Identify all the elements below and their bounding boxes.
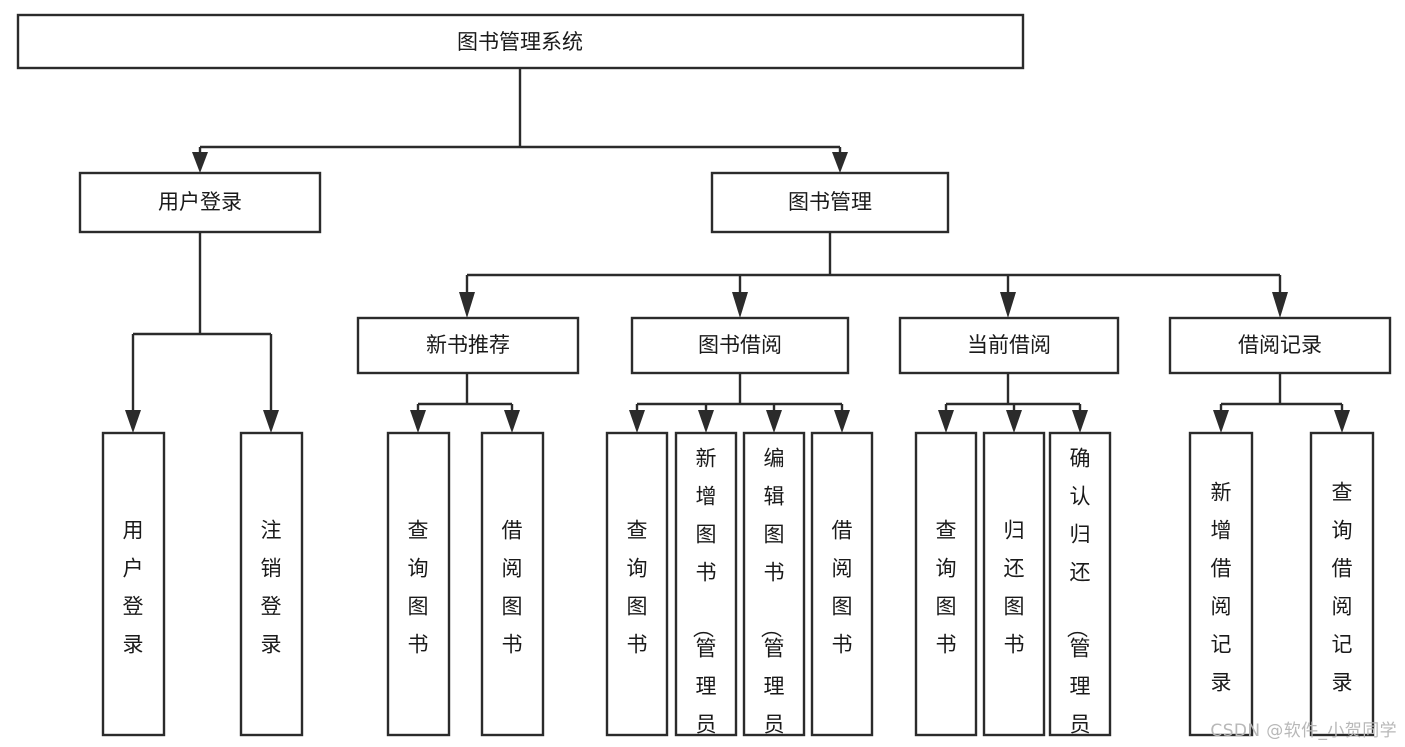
node-root[interactable]: 图书管理系统 [16, 13, 1025, 70]
connector-group-current-borrow [938, 373, 1088, 433]
node-leaf-user-logout-box[interactable] [239, 431, 304, 737]
node-leaf-rec-borrow-label: 借阅图书 [502, 519, 523, 657]
arrow-cur-confirm [1072, 410, 1088, 433]
node-leaf-cur-return-box[interactable] [982, 431, 1046, 737]
arrow-borrow-lend [834, 410, 850, 433]
node-new-book-rec[interactable]: 新书推荐 [356, 316, 580, 375]
node-leaf-borrow-add[interactable]: 新增图书（管理员） [674, 431, 738, 747]
node-leaf-cur-return-label: 归还图书 [1004, 519, 1025, 657]
arrow-to-borrow-record [1272, 292, 1288, 318]
node-book-borrow[interactable]: 图书借阅 [630, 316, 850, 375]
arrow-rec-borrow [504, 410, 520, 433]
arrow-cur-return [1006, 410, 1022, 433]
node-leaf-borrow-add-label: 新增图书（管理员） [691, 446, 717, 747]
arrow-to-current-borrow [1000, 292, 1016, 318]
connector-group-new-book-rec [410, 373, 520, 433]
node-leaf-rec-add-box[interactable] [1188, 431, 1254, 737]
node-leaf-cur-query-box[interactable] [914, 431, 978, 737]
arrow-rec-query [410, 410, 426, 433]
node-leaf-user-login[interactable]: 用户登录 [101, 431, 166, 737]
node-leaf-borrow-lend[interactable]: 借阅图书 [810, 431, 874, 737]
node-new-book-rec-label: 新书推荐 [426, 333, 510, 357]
node-current-borrow-label: 当前借阅 [967, 333, 1051, 357]
node-leaf-rec-query2[interactable]: 查询借阅记录 [1309, 431, 1375, 737]
node-leaf-borrow-lend-label: 借阅图书 [832, 519, 853, 657]
arrow-root-to-book-manage [832, 152, 848, 173]
node-book-borrow-box[interactable] [630, 316, 850, 375]
node-leaf-user-logout[interactable]: 注销登录 [239, 431, 304, 737]
node-book-manage[interactable]: 图书管理 [710, 171, 950, 234]
node-user-login-label: 用户登录 [158, 190, 242, 214]
connector-group-user-login [125, 232, 279, 433]
node-leaf-borrow-edit-label: 编辑图书（管理员） [759, 446, 785, 747]
node-leaf-rec-query-label: 查询图书 [408, 519, 429, 657]
arrow-cur-query [938, 410, 954, 433]
node-leaf-user-logout-label: 注销登录 [261, 519, 282, 657]
arrow-borrow-add [698, 410, 714, 433]
connector-root-to-level2 [198, 68, 842, 162]
node-leaf-cur-confirm[interactable]: 确认归还（管理员） [1048, 431, 1112, 747]
arrow-root-to-user-login [192, 152, 208, 173]
node-leaf-rec-add[interactable]: 新增借阅记录 [1188, 431, 1254, 737]
node-leaf-rec-query2-label: 查询借阅记录 [1332, 481, 1353, 695]
node-book-manage-box[interactable] [710, 171, 950, 234]
arrow-borrow-edit [766, 410, 782, 433]
node-leaf-cur-return[interactable]: 归还图书 [982, 431, 1046, 737]
connector-user-login-to-leaves [131, 232, 273, 412]
arrow-to-book-borrow [732, 292, 748, 318]
connector-book-borrow-to-leaves [635, 373, 844, 414]
node-leaf-rec-borrow-box[interactable] [480, 431, 545, 737]
node-new-book-rec-box[interactable] [356, 316, 580, 375]
node-leaf-borrow-edit-box[interactable] [742, 431, 806, 737]
arrow-to-new-book-rec [459, 292, 475, 318]
node-leaf-rec-add-label: 新增借阅记录 [1211, 481, 1232, 695]
node-leaf-cur-confirm-box[interactable] [1048, 431, 1112, 737]
node-leaf-user-login-label: 用户登录 [123, 519, 144, 657]
arrow-borrow-query [629, 410, 645, 433]
arrow-user-login-to-leaf-login [125, 410, 141, 433]
node-leaf-borrow-edit[interactable]: 编辑图书（管理员） [742, 431, 806, 747]
node-root-box[interactable] [16, 13, 1025, 70]
node-user-login-box[interactable] [78, 171, 322, 234]
watermark-text: CSDN @软件_小贺同学 [1210, 721, 1397, 741]
connector-borrow-record-to-leaves [1219, 373, 1344, 414]
node-user-login[interactable]: 用户登录 [78, 171, 322, 234]
node-current-borrow[interactable]: 当前借阅 [898, 316, 1120, 375]
connector-book-manage-to-level3 [465, 232, 1282, 292]
node-leaf-cur-confirm-label: 确认归还（管理员） [1065, 446, 1091, 747]
node-leaf-borrow-query-label: 查询图书 [627, 519, 648, 657]
node-leaf-rec-query-box[interactable] [386, 431, 451, 737]
node-borrow-record-label: 借阅记录 [1238, 333, 1322, 357]
node-leaf-rec-query2-box[interactable] [1309, 431, 1375, 737]
node-leaf-rec-borrow[interactable]: 借阅图书 [480, 431, 545, 737]
connector-new-book-rec-to-leaves [416, 373, 514, 414]
arrow-user-login-to-leaf-logout [263, 410, 279, 433]
node-borrow-record[interactable]: 借阅记录 [1168, 316, 1392, 375]
node-book-borrow-label: 图书借阅 [698, 333, 782, 357]
connector-current-borrow-to-leaves [944, 373, 1082, 414]
node-leaf-borrow-query-box[interactable] [605, 431, 669, 737]
node-root-label: 图书管理系统 [457, 30, 583, 54]
node-leaf-cur-query[interactable]: 查询图书 [914, 431, 978, 737]
connector-group-borrow-record [1213, 373, 1350, 433]
node-leaf-borrow-lend-box[interactable] [810, 431, 874, 737]
node-leaf-borrow-query[interactable]: 查询图书 [605, 431, 669, 737]
node-leaf-rec-query[interactable]: 查询图书 [386, 431, 451, 737]
node-book-manage-label: 图书管理 [788, 190, 872, 214]
connector-group-root [192, 68, 848, 173]
node-leaf-user-login-box[interactable] [101, 431, 166, 737]
node-leaf-cur-query-label: 查询图书 [936, 519, 957, 657]
node-current-borrow-box[interactable] [898, 316, 1120, 375]
connector-group-book-manage [459, 232, 1288, 318]
arrow-rec-add [1213, 410, 1229, 433]
node-leaf-borrow-add-box[interactable] [674, 431, 738, 737]
node-borrow-record-box[interactable] [1168, 316, 1392, 375]
arrow-rec-query2 [1334, 410, 1350, 433]
connector-group-book-borrow [629, 373, 850, 433]
